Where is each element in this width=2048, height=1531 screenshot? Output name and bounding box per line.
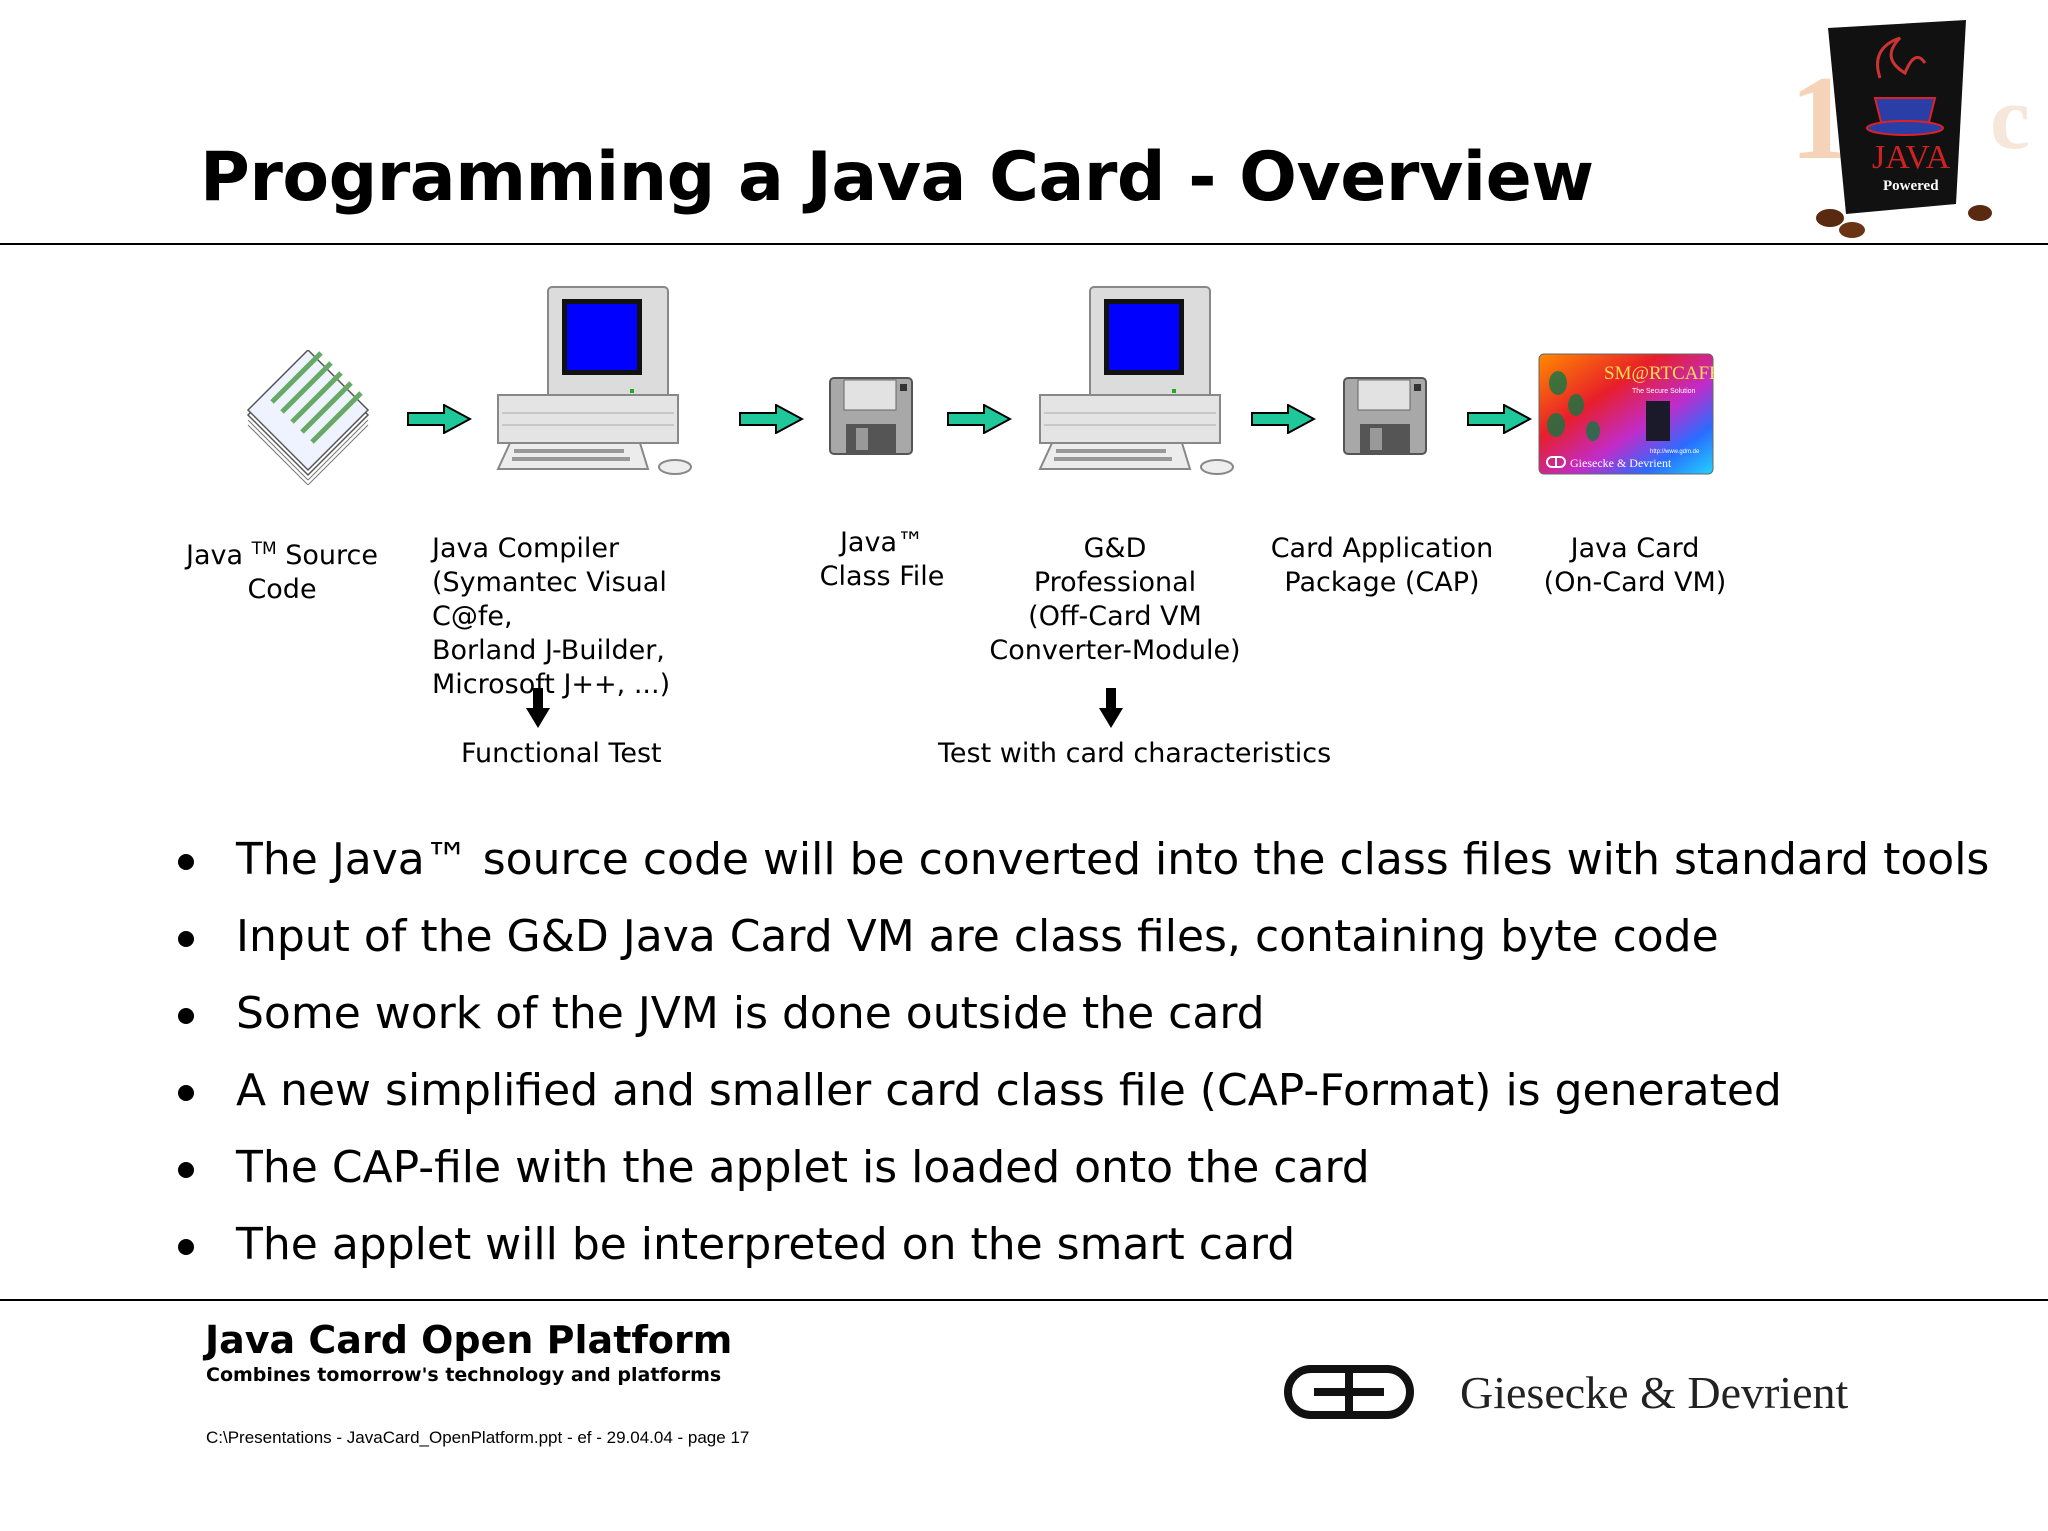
footer-title: Java Card Open Platform — [205, 1318, 733, 1362]
bullet-dot — [178, 1239, 194, 1255]
down-arrow-card-test — [1099, 688, 1123, 733]
bullet-dot — [178, 1162, 194, 1178]
source-code-stack-icon — [246, 348, 371, 486]
stage-label-source: Java TM Source Code — [185, 539, 378, 605]
stage-label-cap: Card Application Package (CAP) — [1270, 533, 1494, 598]
svg-text:Powered: Powered — [1883, 178, 1939, 194]
footer-rule — [0, 1299, 2048, 1301]
stage-label-classfile: Java™ Class File — [819, 527, 945, 592]
bullet-dot — [178, 1008, 194, 1024]
bullet-list: The Java™ source code will be converted … — [172, 832, 1989, 1294]
bullet-item: A new simplified and smaller card class … — [172, 1063, 1989, 1140]
arrow-5 — [1466, 403, 1533, 439]
converter-computer-icon — [1032, 285, 1247, 480]
functional-test-label: Functional Test — [461, 738, 662, 769]
svg-text:c: c — [1990, 69, 2030, 168]
class-file-floppy-icon — [828, 376, 914, 456]
compiler-computer-icon — [490, 285, 705, 480]
card-test-label: Test with card characteristics — [938, 738, 1332, 769]
header-rule — [0, 243, 2048, 245]
bullet-dot — [178, 854, 194, 870]
bullet-item: The Java™ source code will be converted … — [172, 832, 1989, 909]
bullet-item: The applet will be interpreted on the sm… — [172, 1217, 1989, 1294]
svg-text:SM@RTCAFÉ: SM@RTCAFÉ — [1604, 362, 1714, 384]
svg-text:The Secure Solution: The Secure Solution — [1632, 388, 1696, 395]
bullet-item: Input of the G&D Java Card VM are class … — [172, 909, 1989, 986]
svg-text:Giesecke & Devrient: Giesecke & Devrient — [1570, 456, 1672, 470]
footer-file-path: C:\Presentations - JavaCard_OpenPlatform… — [206, 1428, 750, 1447]
svg-text:http://www.gdm.de: http://www.gdm.de — [1650, 449, 1700, 455]
arrow-4 — [1250, 403, 1317, 439]
stage-label-javacard: Java Card (On-Card VM) — [1543, 533, 1727, 598]
smart-card-icon: SM@RTCAFÉ The Secure Solution http://www… — [1538, 353, 1721, 475]
footer-subtitle: Combines tomorrow's technology and platf… — [206, 1364, 722, 1386]
page-title: Programming a Java Card - Overview — [200, 138, 1594, 217]
cap-floppy-icon — [1342, 376, 1428, 456]
stage-label-converter: G&D Professional (Off-Card VM Converter-… — [989, 533, 1241, 666]
arrow-1 — [406, 403, 473, 439]
bullet-dot — [178, 931, 194, 947]
java-powered-logo: 1 c JAVA Powered — [1780, 8, 2048, 238]
down-arrow-functional — [526, 688, 550, 733]
bullet-dot — [178, 1085, 194, 1101]
bullet-item: The CAP-file with the applet is loaded o… — [172, 1140, 1989, 1217]
arrow-3 — [946, 403, 1013, 439]
svg-text:JAVA: JAVA — [1872, 139, 1951, 176]
company-name: Giesecke & Devrient — [1460, 1367, 1849, 1418]
stage-label-compiler: Java Compiler (Symantec Visual C@fe, Bor… — [432, 533, 671, 700]
gd-logo-icon — [1284, 1364, 1414, 1420]
arrow-2 — [738, 403, 805, 439]
bullet-item: Some work of the JVM is done outside the… — [172, 986, 1989, 1063]
